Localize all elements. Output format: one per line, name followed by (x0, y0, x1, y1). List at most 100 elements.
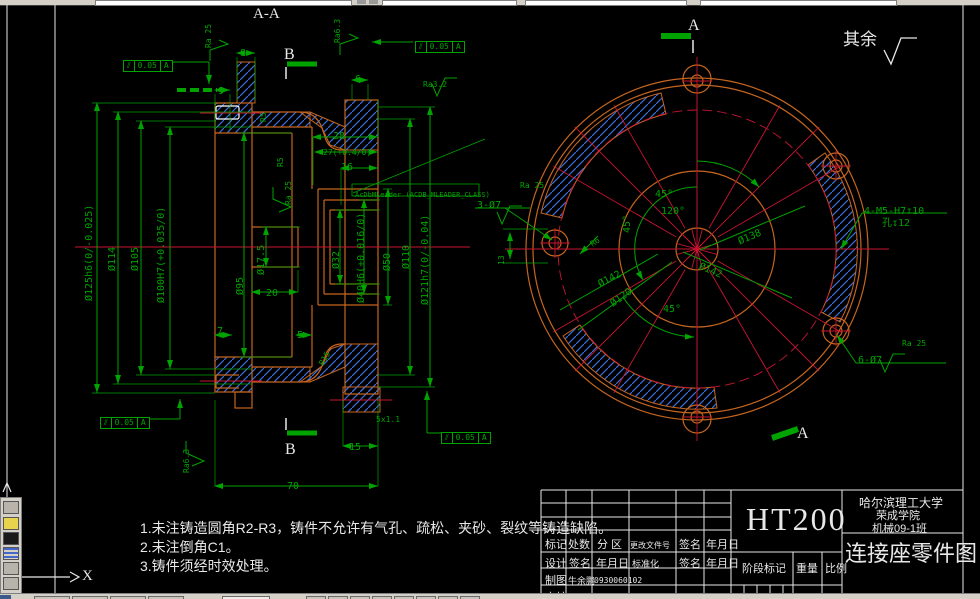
tb-cell: 更改文件号 (630, 541, 670, 550)
dim-label: R5 (276, 157, 285, 167)
tb-org1: 哈尔滨理工大学 (859, 496, 944, 510)
technical-notes: 1.未注铸造圆角R2-R3，铸件不允许有气孔、疏松、夹砂、裂纹等铸造缺陷。 2.… (140, 519, 612, 576)
left-toolbar-fragment[interactable] (0, 497, 22, 594)
dim-label: 28 (333, 131, 346, 142)
toolbar-button[interactable] (3, 532, 19, 545)
note-line: 3.铸件须经时效处理。 (140, 558, 278, 574)
dim-label: R6 (588, 235, 602, 249)
datum-letter: A (455, 42, 461, 51)
toolbar-field[interactable] (95, 0, 352, 6)
tb-cell: 处数 (568, 539, 590, 551)
dim-label: 13 (497, 255, 506, 265)
dim-label: Ø138 (736, 227, 764, 248)
surface-default-note: 其余 (843, 30, 877, 49)
toolbar-button[interactable] (3, 577, 19, 590)
tolerance-value: 0.05 (112, 418, 138, 428)
tb-material: HT200 (746, 501, 847, 537)
dim-label: Ra 25 (520, 181, 545, 190)
status-button[interactable] (110, 596, 146, 599)
dim-label: Ra6.3 (182, 448, 191, 473)
dim-label: Ra 25 (204, 23, 213, 48)
toolbar-icon[interactable] (369, 0, 378, 4)
parallelism-symbol: ⫽ (416, 42, 427, 52)
toolbar-button[interactable] (3, 547, 19, 560)
tb-scale-label: 比例 (825, 563, 847, 575)
dim-label: Ra 25 (284, 180, 293, 205)
note-line: 1.未注铸造圆角R2-R3，铸件不允许有气孔、疏松、夹砂、裂纹等铸造缺陷。 (140, 520, 613, 536)
status-button[interactable] (72, 596, 108, 599)
parallelism-symbol: ⫽ (442, 433, 453, 443)
status-button[interactable] (394, 596, 414, 599)
tolerance-value: 0.05 (427, 42, 453, 52)
toolbar-field[interactable] (382, 0, 517, 6)
status-button[interactable] (372, 596, 392, 599)
status-button[interactable] (328, 596, 348, 599)
tb-cell: 年月日 (596, 558, 629, 570)
tb-cell: 签名 (569, 558, 591, 570)
tb-org2: 荣成学院 (876, 510, 920, 522)
hole-callout-3xd7: 3-Ø7 (477, 200, 502, 211)
dim-label: Ø17.5 (256, 244, 267, 275)
dim-label: Ra6.3 (333, 18, 342, 43)
toolbar-button[interactable] (3, 517, 19, 530)
dim-label: 15 (349, 442, 362, 453)
proxy-entity-text: AcDbMLeader (ACDB_MLEADER_CLASS) (355, 191, 490, 199)
dim-label: Ø142 (596, 269, 624, 290)
toolbar-field[interactable] (525, 0, 687, 6)
dim-label: 45° (622, 214, 633, 233)
tb-cell: 年月日 (706, 539, 739, 551)
tb-weight-label: 重量 (796, 563, 818, 575)
dim-label: Ø114 (107, 246, 118, 271)
note-line: 2.未注倒角C1。 (140, 539, 240, 555)
status-button[interactable] (438, 596, 458, 599)
model-tab[interactable] (222, 596, 270, 599)
dim-label: Ø40H6(+0.016/0) (356, 212, 367, 303)
status-button[interactable] (460, 596, 480, 599)
dim-label: Ø125h6(0/-0.025) (84, 204, 95, 301)
status-icon[interactable] (0, 595, 11, 599)
parallelism-symbol: ⫽ (124, 61, 135, 71)
dim-label: 9 (218, 86, 225, 97)
tb-drawing-title: 连接座零件图 (845, 541, 978, 566)
ucs-x-label: X (82, 568, 93, 584)
toolbar-field[interactable] (700, 0, 897, 6)
dim-label: 20 (266, 288, 279, 299)
toolbar-icon[interactable] (357, 0, 366, 4)
status-button[interactable] (34, 596, 70, 599)
parallelism-symbol: ⫽ (101, 418, 112, 428)
toolbar-button[interactable] (3, 562, 19, 575)
tb-draft-no: 0930060102 (594, 576, 643, 585)
section-label-a-top: A (688, 17, 700, 34)
tb-cell: 分 区 (597, 539, 623, 551)
dim-label: 45° (663, 304, 682, 315)
dim-label: 120° (661, 206, 686, 217)
dim-label: Ø100H7(+0.035/0) (156, 206, 167, 303)
dim-label: Ø110 (401, 244, 412, 269)
dim-label: R5 (259, 112, 268, 122)
status-bar[interactable] (0, 593, 980, 599)
toolbar-button[interactable] (3, 501, 19, 514)
tb-cell: 制图 (545, 575, 567, 587)
status-button[interactable] (350, 596, 370, 599)
tb-cell: 设计 (545, 558, 567, 570)
tb-draft-name: 牛余鹏 (568, 576, 596, 586)
dim-label: Ø32 (331, 250, 342, 269)
section-label-b-top: B (284, 46, 295, 63)
title-block-grid (540, 489, 963, 599)
datum-letter: A (163, 61, 169, 70)
section-label-a-bottom: A (797, 425, 809, 442)
status-button[interactable] (148, 596, 184, 599)
top-toolbar[interactable] (0, 0, 980, 6)
tb-cell: 签名 (679, 539, 701, 551)
tb-cell: 签名 (679, 558, 701, 570)
section-label-b-bottom: B (285, 441, 296, 458)
thread-hole-callout: 4-M5-H7↧10 (864, 206, 925, 217)
dim-label: Ø95 (235, 276, 246, 295)
status-button[interactable] (416, 596, 436, 599)
right-front-view (475, 33, 947, 441)
status-button[interactable] (306, 596, 326, 599)
dim-label: 45° (655, 189, 674, 200)
